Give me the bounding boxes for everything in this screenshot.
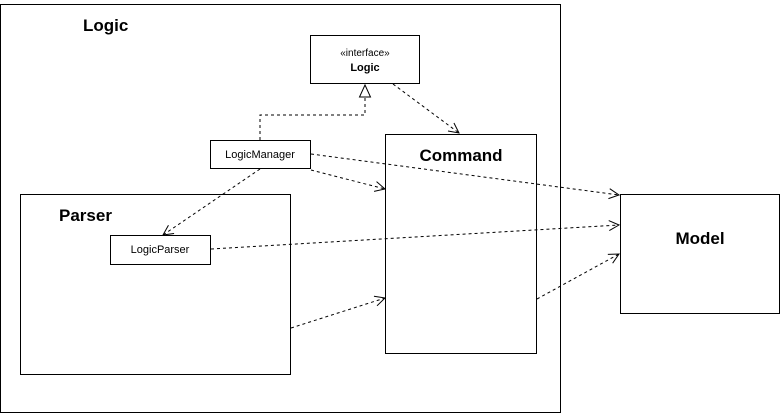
logic-interface-name: Logic: [350, 62, 379, 74]
logic-interface-stereotype: «interface»: [340, 48, 390, 59]
realization-triangle-icon: [358, 83, 372, 98]
dep-parser-to-command: [290, 298, 385, 329]
command-component: [385, 134, 537, 354]
parser-package: [20, 194, 291, 375]
logic-parser-name: LogicParser: [131, 244, 190, 256]
dep-logicmanager-to-logicparser: [163, 168, 261, 235]
command-component-label: Command: [419, 146, 502, 165]
parser-package-label: Parser: [59, 206, 112, 225]
dep-logic-to-command: [392, 83, 459, 133]
logic-manager-name: LogicManager: [225, 149, 295, 161]
dep-logicmanager-to-model: [310, 153, 619, 195]
dep-logicmanager-to-command: [310, 169, 385, 189]
logic-parser-class: [110, 235, 211, 265]
logic-manager-class: [210, 140, 311, 169]
dep-logicparser-to-model: [210, 225, 619, 250]
realization-logicmanager-to-logic: [259, 97, 366, 140]
logic-package-label: Logic: [83, 16, 128, 35]
model-component-label: Model: [675, 229, 724, 248]
model-component: [620, 194, 780, 314]
logic-interface-class: [310, 35, 420, 84]
